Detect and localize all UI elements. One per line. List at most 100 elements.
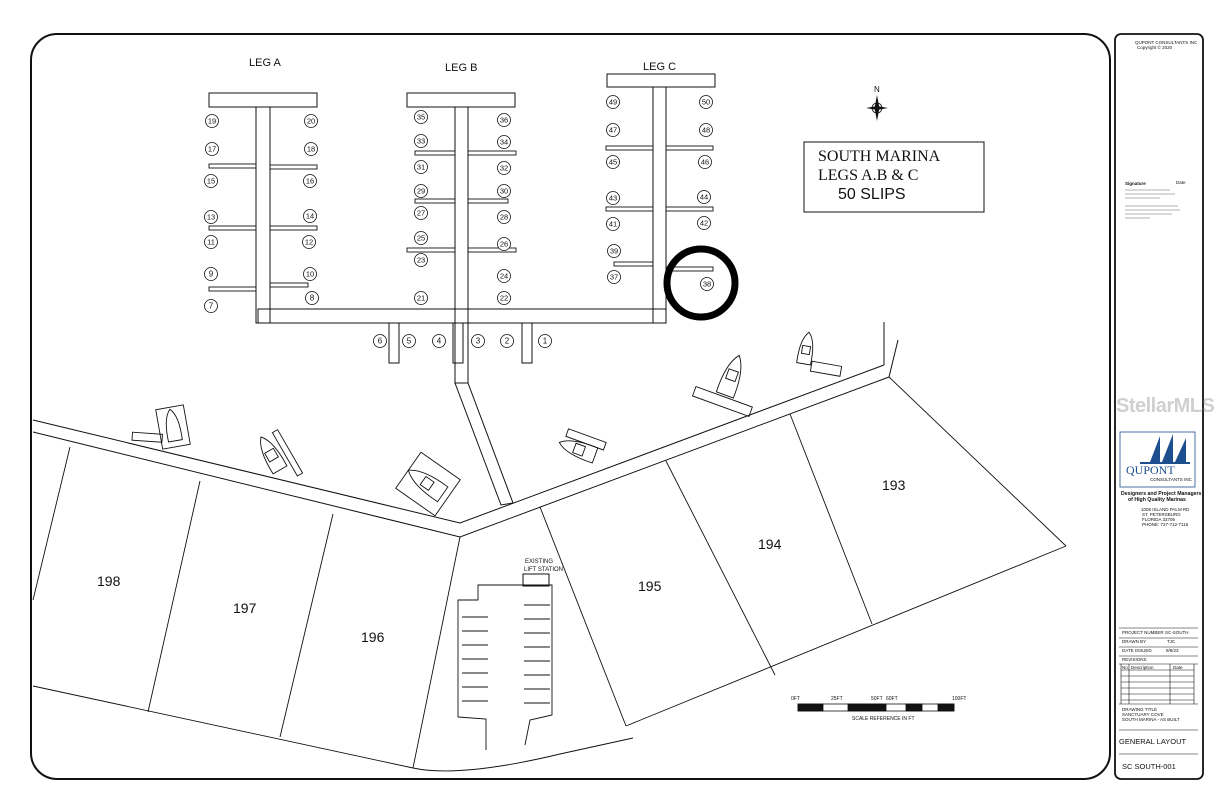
slip-number: 5 [407, 337, 412, 346]
scale-tick: 60FT [886, 696, 898, 702]
revisions-col-description: Description [1131, 665, 1154, 670]
firm-address: FLORIDA 33706 [1142, 517, 1176, 522]
slip-circle [414, 134, 428, 148]
slip-number: 45 [609, 158, 617, 167]
slip-marker-46: 46 [698, 155, 712, 169]
slip-number: 13 [207, 213, 215, 222]
slip-marker-19: 19 [205, 114, 219, 128]
slip-number: 30 [500, 187, 508, 196]
north-arrow-icon: N [866, 85, 888, 121]
slip-number: 31 [417, 163, 425, 172]
scale-tick: 25FT [831, 696, 843, 702]
lot-label: 194 [758, 536, 782, 552]
slip-marker-25: 25 [414, 231, 428, 245]
highlight-circle [663, 245, 739, 321]
slip-marker-26: 26 [497, 237, 511, 251]
slip-circle [414, 206, 428, 220]
slip-circle [414, 253, 428, 267]
slip-number: 22 [500, 294, 508, 303]
slip-number: 12 [305, 238, 313, 247]
date-issued: 9/8/23 [1166, 648, 1179, 653]
slip-number: 38 [703, 280, 711, 289]
slip-marker-41: 41 [606, 217, 620, 231]
lot-label: 195 [638, 578, 662, 594]
slip-circle [699, 95, 713, 109]
project-number-label: PROJECT NUMBER [1122, 630, 1164, 635]
slip-marker-13: 13 [204, 210, 218, 224]
slip-circle [699, 123, 713, 137]
slip-circle [304, 114, 318, 128]
scale-tick: 100FT [952, 696, 966, 702]
slip-marker-23: 23 [414, 253, 428, 267]
leg-c-label: LEG C [643, 61, 676, 73]
slip-number: 10 [306, 270, 314, 279]
slip-number: 11 [207, 238, 215, 247]
drawing-title: SOUTH MARINA - AS BUILT [1122, 717, 1180, 722]
slip-circle [204, 299, 218, 313]
firm-tagline: Designers and Project Managers [1121, 491, 1202, 497]
slip-number: 14 [306, 212, 314, 221]
slip-circle [697, 216, 711, 230]
slip-circle [606, 95, 620, 109]
slip-circle [698, 155, 712, 169]
slip-number: 34 [500, 138, 508, 147]
firm-address: ST. PETERSBURG [1142, 512, 1181, 517]
slip-marker-27: 27 [414, 206, 428, 220]
slip-marker-29: 29 [414, 184, 428, 198]
boat-lifts [131, 331, 843, 517]
slip-marker-32: 32 [497, 161, 511, 175]
slip-marker-37: 37 [607, 270, 621, 284]
leg-a-label: LEG A [249, 57, 281, 69]
slip-number: 3 [476, 337, 481, 346]
slip-number: 46 [701, 158, 709, 167]
slip-circle [414, 291, 428, 305]
finger-piers [208, 145, 714, 292]
slip-marker-31: 31 [414, 160, 428, 174]
drawing-frame [30, 33, 1111, 780]
firm-header: QUPONT CONSULTANTS INC [1135, 40, 1198, 45]
slip-circle [414, 110, 428, 124]
slip-marker-5: 5 [402, 334, 416, 348]
slip-marker-38: 38 [700, 277, 714, 291]
leg-b-label: LEG B [445, 62, 477, 74]
slip-number: 15 [207, 177, 215, 186]
slip-circle [303, 174, 317, 188]
slip-circle [204, 235, 218, 249]
title-block: QUPONT CONSULTANTS INC Copyright © 2020 … [1119, 40, 1202, 771]
slip-number: 42 [700, 219, 708, 228]
lot-label: 196 [361, 629, 385, 645]
slip-marker-2: 2 [500, 334, 514, 348]
slip-marker-50: 50 [699, 95, 713, 109]
drawing-title: SANCTUARY COVE [1122, 712, 1164, 717]
slip-number: 21 [417, 294, 425, 303]
slip-circle [697, 190, 711, 204]
slip-marker-11: 11 [204, 235, 218, 249]
slip-circle [606, 123, 620, 137]
dock-structure [208, 73, 716, 506]
title-block-frame [1114, 33, 1204, 780]
slip-circle [414, 160, 428, 174]
slip-circle [414, 231, 428, 245]
slip-circle [414, 184, 428, 198]
copyright: Copyright © 2020 [1137, 44, 1173, 50]
title-line-3: 50 SLIPS [838, 186, 906, 203]
firm-address: PHONE: 727-712-7116 [1142, 522, 1189, 527]
lot-label: 197 [233, 600, 257, 616]
firm-logo-subtext: CONSULTANTS INC [1150, 477, 1193, 482]
slip-marker-12: 12 [302, 235, 316, 249]
slip-circle [471, 334, 485, 348]
slip-circle [497, 113, 511, 127]
slip-number: 44 [700, 193, 708, 202]
slip-number: 36 [500, 116, 508, 125]
slip-circle [607, 270, 621, 284]
parking-lot [457, 584, 553, 750]
sheet-title: GENERAL LAYOUT [1119, 737, 1187, 746]
slip-number: 24 [500, 272, 508, 281]
slip-circle [373, 334, 387, 348]
slip-number: 41 [609, 220, 617, 229]
scale-caption: SCALE REFERENCE IN FT [852, 716, 915, 722]
drawn-by: TJC [1167, 639, 1176, 644]
slip-number: 7 [209, 302, 214, 311]
